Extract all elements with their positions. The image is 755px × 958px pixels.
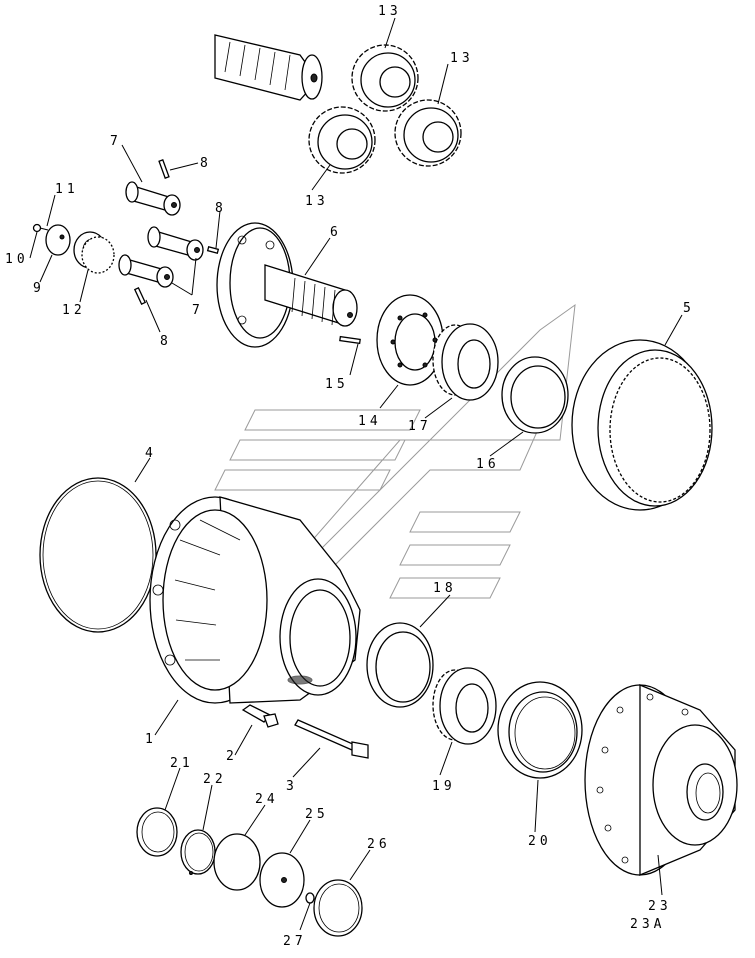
cover-plate-25 <box>259 852 305 908</box>
label-3: 3 <box>286 779 298 794</box>
label-24: 24 <box>255 792 279 807</box>
retaining-ring-21 <box>136 807 178 857</box>
plug-27 <box>305 892 315 904</box>
label-18: 18 <box>433 581 457 596</box>
leader-lines <box>29 17 683 931</box>
label-17: 17 <box>408 419 432 434</box>
snap-ring-22 <box>180 829 216 875</box>
thrust-washer <box>45 224 71 256</box>
hub-seal <box>497 681 583 779</box>
screw <box>32 223 49 233</box>
spacer-plate <box>376 294 444 386</box>
planet-pin-lower <box>118 254 174 288</box>
planet-carrier <box>216 222 358 348</box>
label-26: 26 <box>367 837 391 852</box>
label-25: 25 <box>305 807 329 822</box>
label-7-lower: 7 <box>192 303 204 318</box>
label-8-lower: 8 <box>160 334 172 349</box>
label-20: 20 <box>528 834 552 849</box>
label-2: 2 <box>226 749 238 764</box>
label-22: 22 <box>203 772 227 787</box>
part-labels: 13 13 13 7 8 11 8 6 10 9 7 12 5 8 15 14 … <box>5 4 695 949</box>
planet-pin-upper <box>125 181 181 216</box>
planet-gear-right <box>394 99 462 167</box>
wheel-hub <box>584 684 738 876</box>
planet-pin-middle <box>147 226 204 261</box>
label-8-upper: 8 <box>200 156 212 171</box>
roll-pin-middle <box>206 245 220 255</box>
label-13-left: 13 <box>305 194 329 209</box>
label-14: 14 <box>358 414 382 429</box>
roll-pin-lower <box>133 287 147 305</box>
label-13-right: 13 <box>450 51 474 66</box>
ring-gear <box>571 339 713 511</box>
label-7-upper: 7 <box>110 134 122 149</box>
label-8-middle: 8 <box>215 201 227 216</box>
sun-shaft <box>214 34 323 101</box>
label-5: 5 <box>683 301 695 316</box>
planetary-housing <box>149 496 361 704</box>
label-13-top: 13 <box>378 4 402 19</box>
label-23a: 23A <box>630 917 665 932</box>
label-19: 19 <box>432 779 456 794</box>
label-10: 10 <box>5 252 29 267</box>
bearing-cone-inner <box>432 323 499 401</box>
label-21: 21 <box>170 756 194 771</box>
o-ring <box>39 477 157 633</box>
label-1: 1 <box>145 732 157 747</box>
label-27: 27 <box>283 934 307 949</box>
label-15: 15 <box>325 377 349 392</box>
bearing-cup-inner <box>501 356 569 434</box>
planet-gear-top <box>351 44 419 112</box>
housing-bolt <box>241 704 279 728</box>
label-4: 4 <box>145 446 157 461</box>
label-23: 23 <box>648 899 672 914</box>
label-16: 16 <box>476 457 500 472</box>
needle-bearing <box>73 231 115 274</box>
label-11: 11 <box>55 182 79 197</box>
long-bolt <box>294 719 369 759</box>
label-9: 9 <box>33 281 45 296</box>
label-12: 12 <box>62 303 86 318</box>
bearing-cone-outer <box>432 667 497 745</box>
planet-gear-left <box>308 106 376 174</box>
bearing-cup-outer <box>366 622 434 708</box>
dowel-pin <box>339 335 361 345</box>
snap-ring-26 <box>313 879 363 937</box>
label-6: 6 <box>330 225 342 240</box>
o-ring-24 <box>213 833 261 891</box>
roll-pin-upper <box>158 159 170 179</box>
